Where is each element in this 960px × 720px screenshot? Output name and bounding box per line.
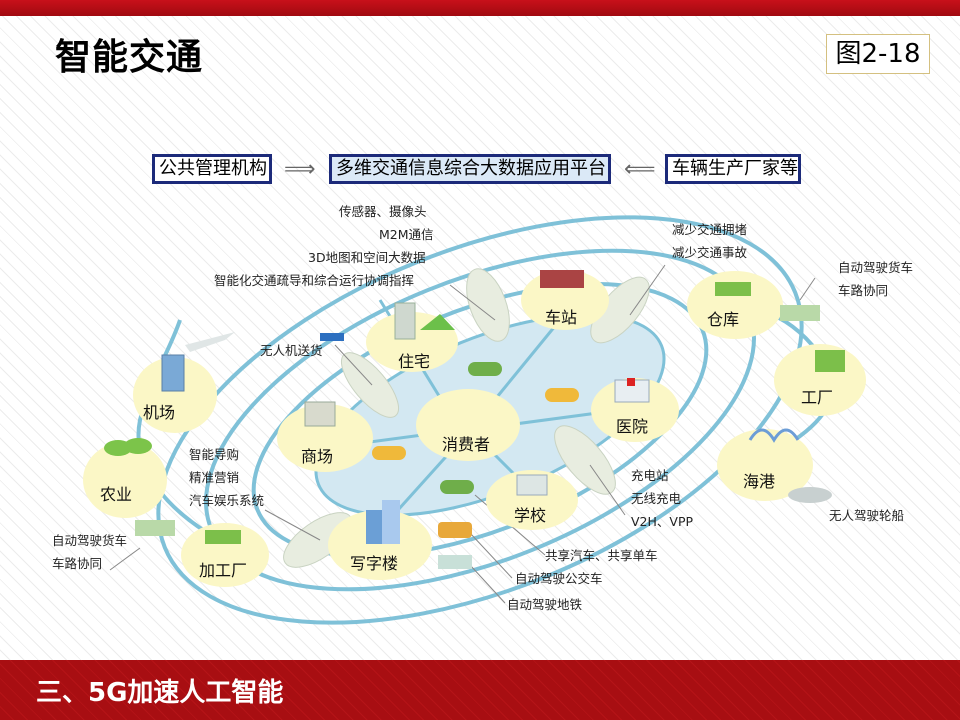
node-consumer: 消费者: [442, 435, 491, 454]
annotation-traffic-command: 智能化交通疏导和综合运行协调指挥: [214, 273, 415, 288]
node-agriculture: 农业: [100, 485, 133, 504]
node-warehouse: 仓库: [707, 310, 740, 329]
node-factory: 工厂: [801, 388, 834, 407]
annotation-unmanned-ship: 无人驾驶轮船: [829, 508, 905, 523]
node-school: 学校: [514, 506, 547, 525]
slide-title: 智能交通: [55, 37, 204, 78]
annotation-car-entertainment: 汽车娱乐系统: [189, 493, 265, 508]
node-processing-plant: 加工厂: [199, 561, 248, 580]
annotation-v2x-right: 车路协同: [838, 283, 889, 298]
node-office: 写字楼: [350, 554, 399, 573]
figure-label: 图2-18: [826, 34, 930, 74]
annotation-v2x-left: 车路协同: [52, 556, 103, 571]
bottom-banner: [0, 660, 960, 720]
annotation-3d-map: 3D地图和空间大数据: [308, 250, 426, 265]
annotation-v2h-vpp: V2H、VPP: [631, 514, 694, 529]
public-agency-box: 公共管理机构: [152, 154, 272, 184]
vehicle-maker-box: 车辆生产厂家等: [665, 154, 801, 184]
node-hospital: 医院: [616, 417, 649, 436]
annotation-sensors: 传感器、摄像头: [339, 204, 427, 219]
right-arrow-icon: ⟹: [284, 157, 316, 182]
annotation-autonomous-truck-right: 自动驾驶货车: [838, 260, 914, 275]
annotation-m2m: M2M通信: [379, 227, 434, 242]
annotation-reduce-congestion: 减少交通拥堵: [672, 222, 748, 237]
top-banner: [0, 0, 960, 16]
annotation-autonomous-bus: 自动驾驶公交车: [515, 571, 603, 586]
node-mall: 商场: [301, 447, 334, 466]
annotation-autonomous-truck-left: 自动驾驶货车: [52, 533, 128, 548]
annotation-drone-delivery: 无人机送货: [260, 343, 323, 358]
left-arrow-icon: ⟸: [624, 157, 656, 182]
node-station: 车站: [545, 308, 578, 327]
annotation-sharing: 共享汽车、共享单车: [545, 548, 658, 563]
node-residence: 住宅: [398, 352, 431, 371]
data-platform-box: 多维交通信息综合大数据应用平台: [329, 154, 611, 184]
annotation-autonomous-metro: 自动驾驶地铁: [507, 597, 583, 612]
annotation-reduce-accidents: 减少交通事故: [672, 245, 748, 260]
section-title: 三、5G加速人工智能: [36, 678, 284, 708]
annotation-wireless-charging: 无线充电: [631, 491, 682, 506]
annotation-precision-marketing: 精准营销: [189, 470, 240, 485]
node-airport: 机场: [143, 403, 176, 422]
node-port: 海港: [743, 472, 776, 491]
annotation-charging-station: 充电站: [631, 468, 669, 483]
annotation-smart-shopping: 智能导购: [189, 447, 240, 462]
